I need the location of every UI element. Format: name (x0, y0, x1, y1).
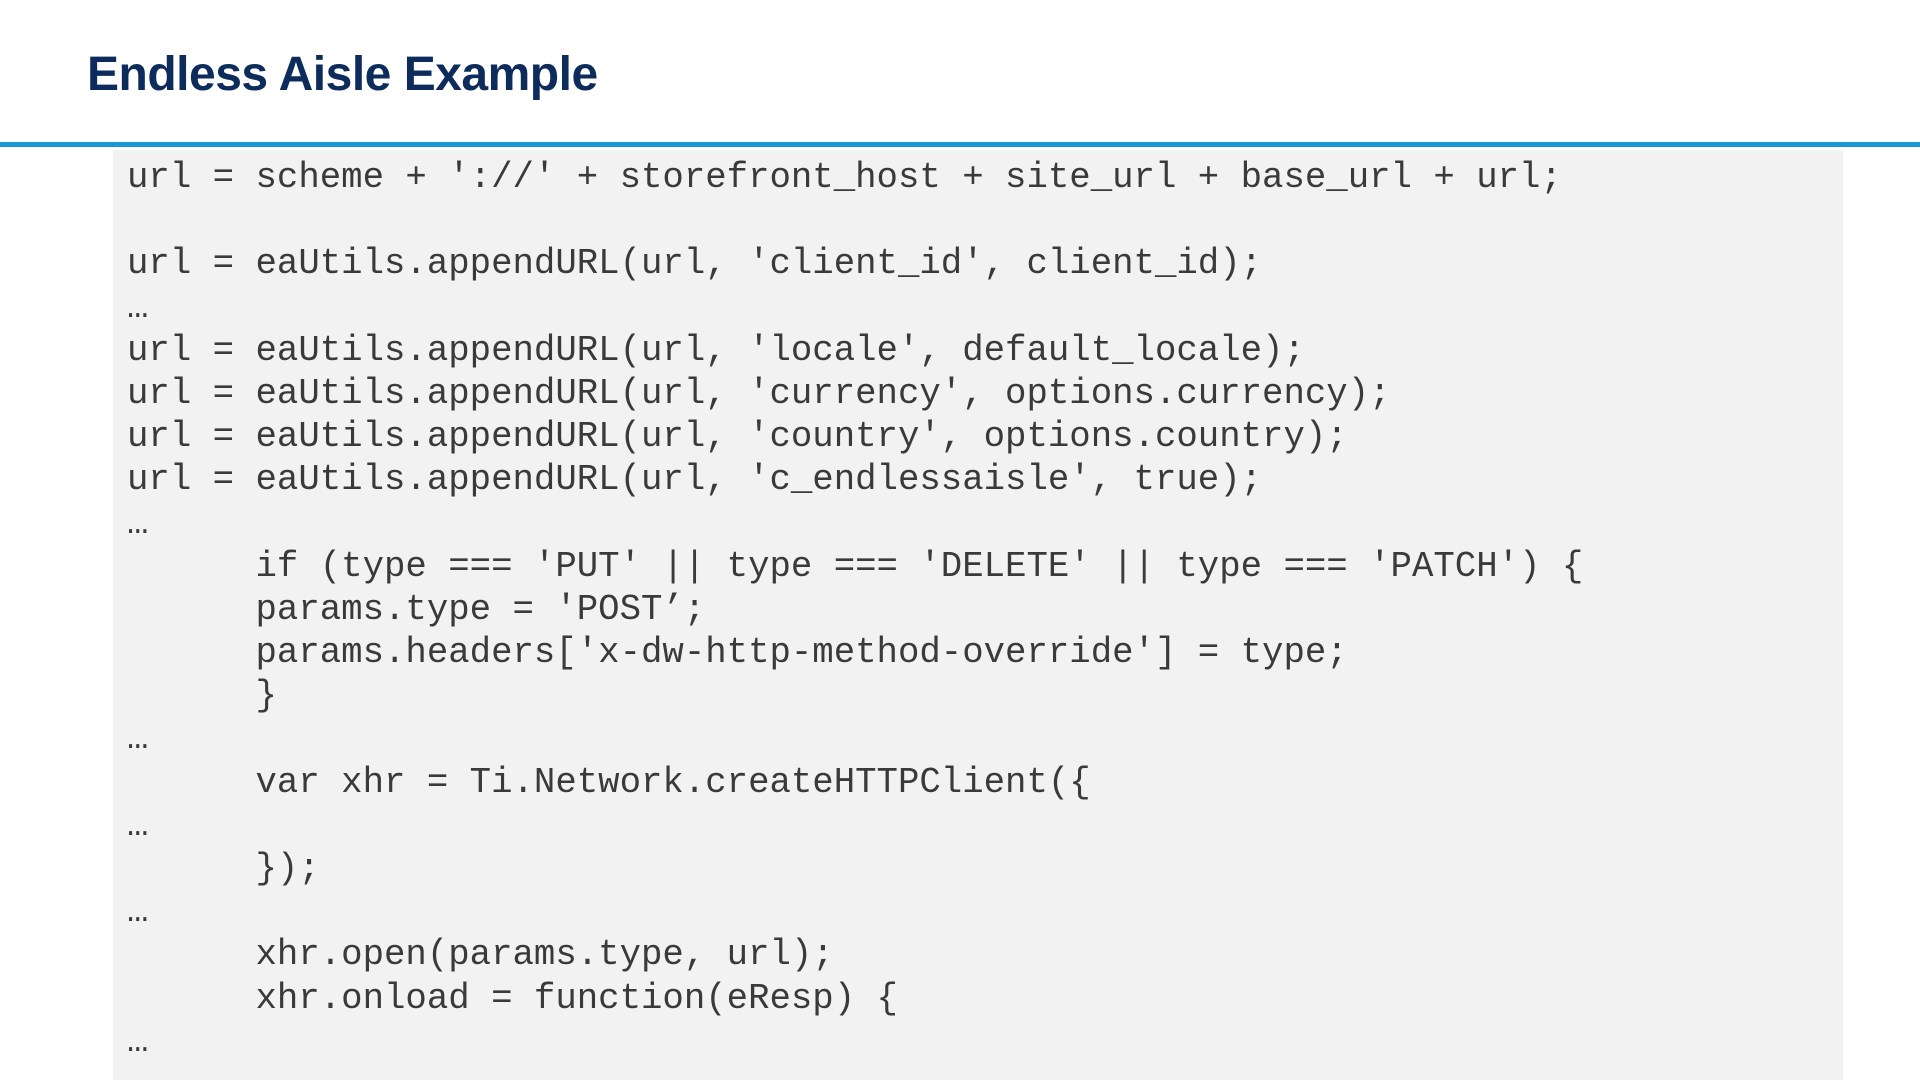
code-line: … (127, 718, 149, 760)
slide-title: Endless Aisle Example (87, 48, 598, 101)
code-line: url = eaUtils.appendURL(url, 'c_endlessa… (127, 459, 1263, 501)
code-line: … (127, 286, 149, 328)
code-line: params.headers['x-dw-http-method-overrid… (127, 632, 1348, 674)
code-line: params.type = 'POST’; (127, 588, 706, 630)
code-line: url = eaUtils.appendURL(url, 'country', … (127, 416, 1348, 458)
code-line: url = eaUtils.appendURL(url, 'client_id'… (127, 243, 1263, 285)
code-line: xhr.open(params.type, url); (127, 934, 834, 976)
title-divider (0, 142, 1920, 147)
code-line: … (127, 502, 149, 544)
code-line: url = eaUtils.appendURL(url, 'locale', d… (127, 329, 1305, 371)
code-line: … (127, 1020, 149, 1062)
code-line: }); (127, 848, 320, 889)
code-line: url = eaUtils.appendURL(url, 'currency',… (127, 372, 1391, 414)
code-line: } (127, 675, 277, 717)
code-line (127, 199, 1583, 242)
code-line: … (127, 891, 149, 933)
code-line: if (type === 'PUT' || type === 'DELETE' … (127, 545, 1584, 587)
code-block: url = scheme + '://' + storefront_host +… (113, 150, 1843, 1080)
code-listing: url = scheme + '://' + storefront_host +… (127, 156, 1583, 1063)
code-line: url = scheme + '://' + storefront_host +… (127, 157, 1562, 198)
code-line: … (127, 804, 149, 846)
code-line: var xhr = Ti.Network.createHTTPClient({ (127, 761, 1091, 803)
code-line: xhr.onload = function(eResp) { (127, 977, 898, 1019)
